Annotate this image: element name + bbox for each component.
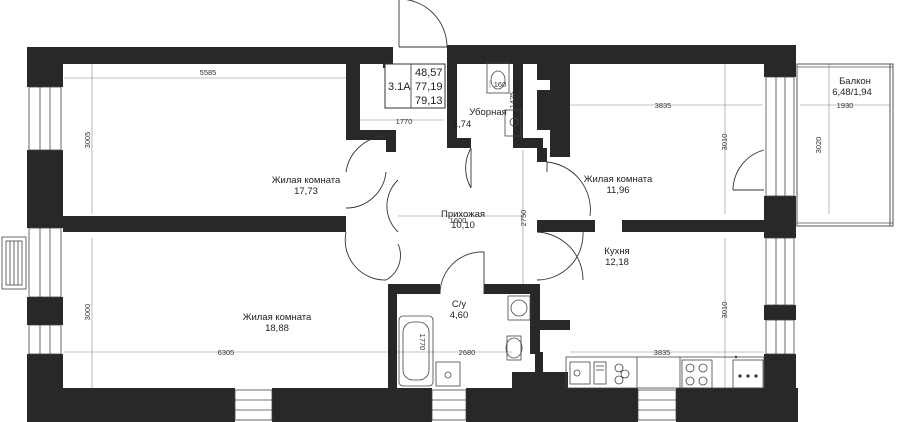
room-area-living2: 18,88 [265, 323, 289, 334]
room-labels: Жилая комната 17,73 Жилая комната 18,88 … [243, 76, 872, 334]
kitchen-counter [565, 356, 765, 389]
dim-2750: 2750 [519, 210, 528, 227]
washing-machine [507, 295, 531, 321]
fixtures [398, 62, 765, 389]
dim-3005: 3005 [83, 132, 92, 149]
room-name-living3: Жилая комната [584, 174, 653, 185]
dim-2680: 2680 [459, 348, 476, 357]
room-name-balcony: Балкон [839, 76, 871, 87]
dim-3010-bottom: 3010 [720, 302, 729, 319]
windows [1, 76, 795, 421]
dim-3010-top: 3010 [720, 134, 729, 151]
wc-sink [504, 109, 522, 137]
room-area-living3: 11,96 [606, 185, 629, 196]
dim-1770: 1770 [396, 117, 413, 126]
bathtub [398, 315, 434, 387]
dimension-labels: 5585 3005 1770 1425 160 3835 3010 1930 3… [83, 68, 853, 357]
stove [681, 359, 713, 389]
room-area-kitchen: 12,18 [605, 257, 629, 268]
dim-1425: 1425 [508, 92, 517, 109]
walls [27, 45, 798, 422]
total-area-value: 77,19 [415, 81, 443, 93]
living-area-value: 48,57 [415, 67, 443, 79]
dim-1930: 1930 [837, 101, 854, 110]
dim-3020: 3020 [814, 137, 823, 154]
room-area-hall: 10,10 [451, 220, 475, 231]
bath-sink [435, 361, 461, 387]
room-name-living1: Жилая комната [272, 175, 341, 186]
wc-toilet [486, 62, 510, 94]
room-name-kitchen: Кухня [604, 246, 629, 257]
room-name-hall: Прихожая [441, 209, 485, 220]
area-info-box: 3.1A 48,57 77,19 79,13 [384, 63, 446, 109]
total-with-balcony-value: 79,13 [415, 95, 443, 107]
dim-6305: 6305 [218, 348, 235, 357]
room-area-living1: 17,73 [294, 186, 318, 197]
balcony [796, 63, 894, 227]
room-name-wc: Уборная [469, 107, 507, 118]
room-name-bath: С/у [452, 299, 467, 310]
dim-3835-bottom: 3835 [654, 348, 671, 357]
dimension-lines [64, 64, 890, 388]
fridge [732, 359, 764, 389]
dim-3000: 3000 [83, 304, 92, 321]
dim-5585: 5585 [200, 68, 217, 77]
room-area-balcony: 6,48/1,94 [832, 87, 872, 98]
room-area-bath: 4,60 [450, 310, 469, 321]
dim-160: 160 [494, 80, 507, 89]
doors [344, 0, 765, 295]
dim-3835-top: 3835 [655, 101, 672, 110]
room-name-living2: Жилая комната [243, 312, 312, 323]
dim-1770-bath: 1770 [418, 334, 427, 351]
fridge-dots [734, 355, 758, 378]
room-area-wc: 1,74 [453, 119, 472, 130]
apartment-code: 3.1A [388, 81, 411, 93]
dim-1600: 1600 [450, 216, 467, 225]
